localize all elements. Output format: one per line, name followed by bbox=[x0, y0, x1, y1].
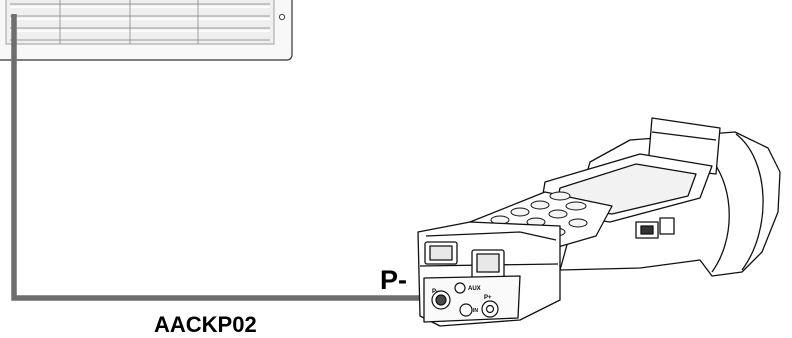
port-label-aux: AUX bbox=[468, 286, 481, 292]
flue-gas-analyzer-icon bbox=[418, 118, 780, 326]
port-label-p-minus: P- bbox=[432, 289, 438, 295]
port-label: P- bbox=[380, 265, 407, 296]
cable-label: AACKP02 bbox=[154, 312, 257, 338]
air-vent-grille-icon bbox=[0, 0, 292, 60]
port-label-p-plus: P+ bbox=[484, 295, 492, 301]
port-label-in: IN bbox=[473, 308, 478, 314]
